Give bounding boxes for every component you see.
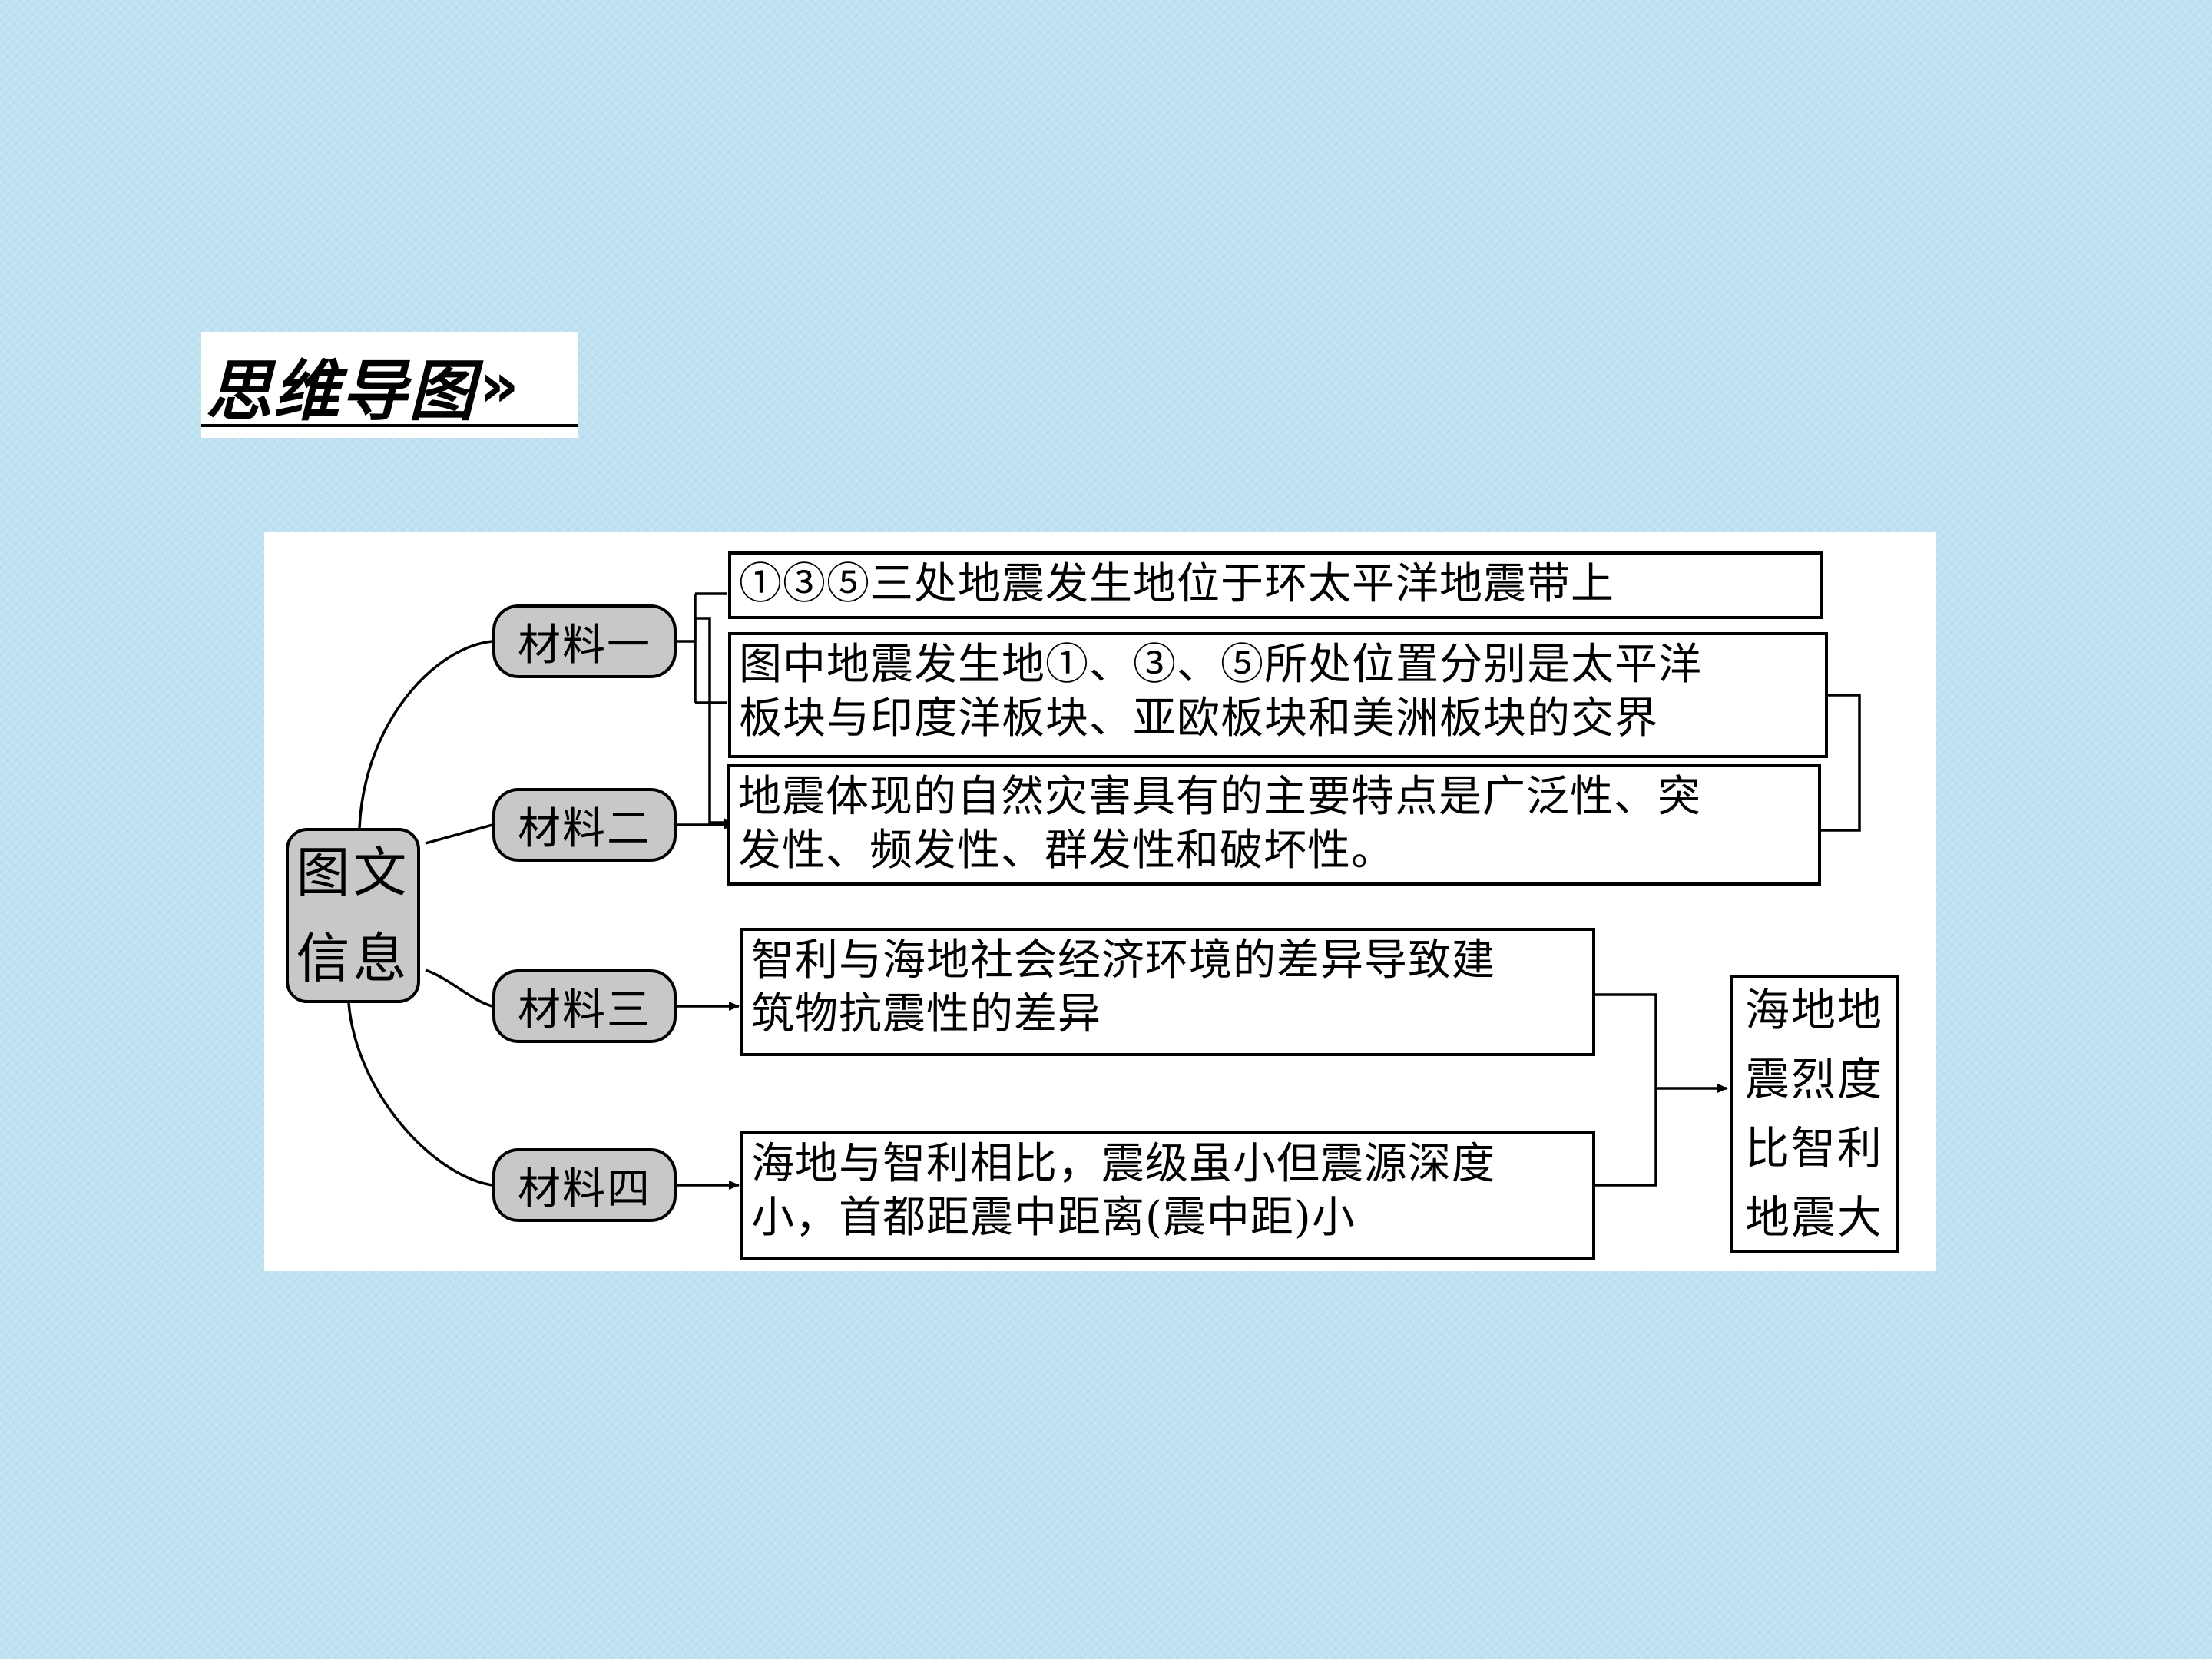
info-box-5-line-2: 小，首都距震中距离(震中距)小 (751, 1193, 1356, 1243)
connector-box4-box5-bracket (1593, 993, 1657, 1187)
material-3-node: 材料三 (492, 969, 677, 1043)
info-box-4-line-1: 智利与海地社会经济环境的差异导致建 (751, 935, 1495, 985)
info-box-2: 图中地震发生地①、③、⑤所处位置分别是太平洋 板块与印度洋板块、亚欧板块和美洲板… (728, 632, 1828, 758)
root-node: 图文信息 (286, 828, 420, 1003)
info-box-4: 智利与海地社会经济环境的差异导致建 筑物抗震性的差异 (740, 928, 1595, 1056)
material-1-node: 材料一 (492, 604, 677, 678)
mind-map-diagram: 图文信息 材料一 材料二 材料三 材料四 ①③⑤三处地震发生地位于环太平洋地震带… (264, 532, 1936, 1271)
connector-root-material2 (425, 823, 493, 845)
info-box-4-line-2: 筑物抗震性的差异 (751, 989, 1101, 1039)
info-box-2-line-2: 板块与印度洋板块、亚欧板块和美洲板块的交界 (739, 694, 1658, 743)
info-box-5-line-1: 海地与智利相比，震级虽小但震源深度 (751, 1139, 1495, 1189)
info-box-1-line-1: ①③⑤三处地震发生地位于环太平洋地震带上 (739, 559, 1614, 609)
info-box-3-line-1: 地震体现的自然灾害具有的主要特点是广泛性、突 (738, 772, 1701, 822)
title-underline (201, 424, 578, 427)
connector-root-material3 (425, 969, 493, 1008)
info-box-2-line-1: 图中地震发生地①、③、⑤所处位置分别是太平洋 (739, 640, 1702, 690)
double-chevron-icon: » (479, 349, 519, 421)
connector-material1-bracket (677, 592, 727, 704)
title-text: 思维导图 (206, 353, 476, 430)
connector-root-material4 (347, 1002, 493, 1187)
material-2-node: 材料二 (492, 788, 677, 862)
info-box-3: 地震体现的自然灾害具有的主要特点是广泛性、突 发性、频发性、群发性和破坏性。 (727, 764, 1821, 886)
connector-root-material1 (358, 640, 493, 829)
material-4-node: 材料四 (492, 1148, 677, 1222)
slide-title: 思维导图 » (201, 332, 578, 438)
connector-material1-to-box3 (694, 617, 734, 827)
info-box-1: ①③⑤三处地震发生地位于环太平洋地震带上 (728, 551, 1823, 619)
result-label: 海地地震烈度比智利地震大 (1745, 984, 1884, 1243)
info-box-5: 海地与智利相比，震级虽小但震源深度 小，首都距震中距离(震中距)小 (740, 1131, 1595, 1260)
info-box-3-line-2: 发性、频发性、群发性和破坏性。 (738, 826, 1395, 876)
root-label: 图文信息 (296, 841, 410, 990)
connector-box2-box3-bracket (1819, 694, 1861, 832)
connector-lines (347, 592, 1861, 1190)
result-node: 海地地震烈度比智利地震大 (1730, 975, 1899, 1253)
